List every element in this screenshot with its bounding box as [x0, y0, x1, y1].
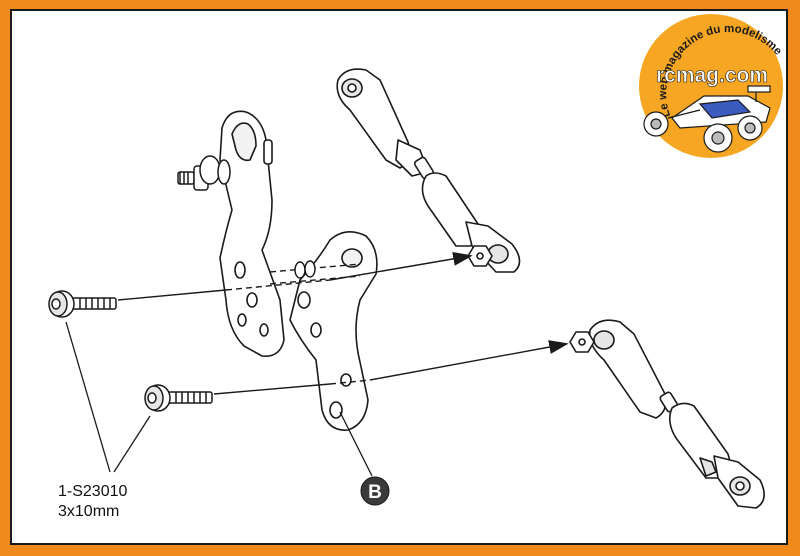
marker-b-letter: B [368, 482, 382, 503]
turnbuckle-link-upper [336, 68, 521, 273]
screw-upper [48, 290, 117, 318]
marker-b: B [360, 476, 390, 506]
bracket-front-plate [289, 231, 378, 431]
turnbuckle-link-lower [569, 319, 765, 509]
callout-leaders [65, 321, 373, 477]
rcmag-logo: Le web magazine du modelisme rcmag.com [639, 14, 784, 158]
part-number: 1-S23010 [58, 483, 128, 500]
bracket-rear-plate [219, 110, 285, 357]
ball-stud-top [177, 155, 231, 191]
part-number-callout: 1-S23010 3x10mm [58, 482, 127, 522]
logo-brand: rcmag.com [656, 64, 768, 87]
buggy-icon [643, 85, 771, 153]
part-size: 3x10mm [58, 503, 120, 520]
assembly-arrows [117, 251, 569, 395]
screw-lower [144, 384, 213, 412]
